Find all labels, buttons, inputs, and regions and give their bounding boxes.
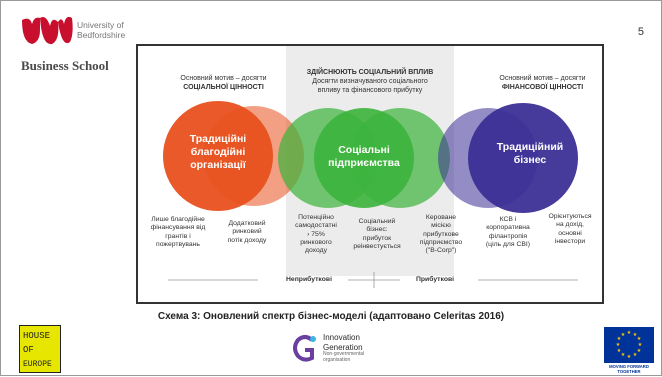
bottom-label-self-sufficient: Потенційно самодостатні › 75% ринкового …: [286, 214, 346, 255]
svg-text:★: ★: [627, 330, 632, 336]
bottom-label-line: прибуткове: [423, 230, 459, 238]
label-social-enterprise: Соціальні підприємства: [314, 144, 414, 170]
ig-line-2: Generation: [323, 342, 363, 352]
svg-text:★: ★: [617, 336, 622, 342]
innovation-generation-icon: [293, 335, 316, 362]
svg-text:★: ★: [633, 352, 638, 358]
bottom-label-line: самодостатні: [295, 222, 337, 230]
bottom-label-line: Лише благодійне: [151, 216, 205, 223]
svg-text:★: ★: [637, 336, 642, 342]
charity-label-line-3: організації: [190, 159, 246, 171]
university-line-1: University of: [77, 20, 124, 30]
bottom-label-line: інвестори: [554, 237, 586, 245]
svg-text:★: ★: [638, 342, 643, 348]
venn-circles: [163, 101, 578, 288]
right-header-line-2: ФІНАНСОВОЇ ЦІННОСТІ: [501, 84, 584, 91]
center-header-line-1: ЗДІЙСНЮЮТЬ СОЦІАЛЬНИЙ ВПЛИВ: [306, 69, 434, 76]
left-header-line-2: СОЦІАЛЬНОЇ ЦІННОСТІ: [183, 84, 264, 91]
bottom-label-line: підприємство: [419, 238, 463, 246]
bottom-label-line: основні: [558, 229, 582, 237]
circle-business: [468, 103, 578, 213]
bottom-label-line: пожертвувань: [156, 240, 200, 248]
bottom-label-line: місією: [431, 222, 451, 230]
bottom-label-line: доходу: [305, 247, 327, 255]
charity-label-line-2: благодійні: [190, 146, 246, 158]
university-line-2: Bedfordshire: [77, 30, 126, 40]
bottom-label-additional-revenue: Додатковий ринковий потік доходу: [216, 220, 278, 245]
bottom-label-line: фінансування від: [150, 224, 206, 232]
university-logo-icon: [22, 16, 73, 45]
circle-social-right: [350, 108, 450, 208]
social-label-line-2: підприємства: [328, 157, 400, 169]
svg-text:★: ★: [633, 332, 638, 338]
social-label-line-1: Соціальні: [338, 144, 390, 156]
bottom-label-social-business: Соціальний бізнес: прибуток реінвестуєть…: [348, 218, 406, 251]
university-name: University of Bedfordshire: [77, 20, 125, 40]
eu-flag: ★★★ ★★★ ★★★ ★★★: [604, 327, 654, 363]
label-traditional-charity: Традиційні благодійні організації: [166, 133, 270, 172]
bottom-label-line: грантів і: [165, 232, 191, 240]
innovation-generation-text: Innovation Generation Non-governmental o…: [323, 333, 364, 363]
bottom-label-line: › 75%: [307, 230, 325, 238]
house-of-europe-logo: HOUSE OF EUROPE: [19, 325, 61, 373]
business-school-title: Business School: [21, 58, 109, 73]
bottom-label-line: на дохід,: [556, 221, 584, 229]
circle-charity-overlap: [204, 106, 304, 206]
bottom-label-line: філантропія: [488, 232, 528, 240]
business-label-line-1: Традиційний: [496, 141, 564, 153]
bottom-label-line: Потенційно: [298, 214, 334, 221]
ig-sub-2: organisation: [323, 356, 351, 363]
business-label-line-2: бізнес: [513, 154, 547, 166]
bottom-label-line: ринкового: [300, 238, 332, 246]
charity-label-line-1: Традиційні: [189, 133, 247, 145]
business-spectrum-diagram: Основний мотив – досягти СОЦІАЛЬНОЇ ЦІНН…: [136, 44, 604, 304]
bottom-label-line: ("B-Corp"): [425, 247, 457, 255]
bottom-label-line: Кероване: [425, 214, 457, 221]
svg-text:★: ★: [627, 354, 632, 360]
page-number: 5: [637, 26, 644, 38]
bottom-label-investors: Орієнтуються на дохід, основні інвестори: [542, 213, 598, 246]
bottom-label-line: Додатковий: [228, 220, 266, 227]
figure-caption: Схема 3: Оновлений спектр бізнес-моделі …: [157, 311, 505, 322]
ig-line-1: Innovation: [323, 333, 360, 342]
left-header: Основний мотив – досягти СОЦІАЛЬНОЇ ЦІНН…: [156, 74, 291, 92]
right-header: Основний мотив – досягти ФІНАНСОВОЇ ЦІНН…: [480, 74, 605, 92]
right-header-line-1: Основний мотив – досягти: [499, 75, 586, 82]
bottom-label-line: КСВ і: [499, 216, 517, 223]
axis-label-non-profit: Неприбуткові: [286, 276, 332, 283]
bottom-label-line: корпоративна: [486, 224, 530, 232]
svg-text:★: ★: [621, 332, 626, 338]
bottom-label-line: ринковий: [232, 228, 262, 236]
bottom-label-line: (ціль для СВІ): [485, 240, 531, 248]
ig-sub-1: Non-governmental: [323, 351, 365, 357]
center-header-line-2: Досягти визначуваного соціального: [312, 78, 428, 85]
bottom-label-line: реінвестується: [353, 242, 401, 250]
bottom-label-csr: КСВ і корпоративна філантропія (ціль для…: [478, 216, 538, 249]
svg-text:★: ★: [616, 342, 621, 348]
house-of-europe-icon: HOUSE OF EUROPE: [23, 331, 52, 369]
hoe-word-1: HOUSE: [23, 331, 50, 341]
svg-text:★: ★: [617, 348, 622, 354]
svg-text:★: ★: [637, 348, 642, 354]
eu-tagline: MOVING FORWARD TOGETHER: [600, 364, 658, 374]
bottom-label-line: бізнес:: [366, 226, 388, 234]
eu-stars-icon: ★★★ ★★★ ★★★ ★★★: [616, 330, 643, 360]
bottom-label-line: Орієнтуються: [548, 213, 592, 220]
hoe-word-3: EUROPE: [23, 360, 52, 369]
left-header-line-1: Основний мотив – досягти: [180, 75, 267, 82]
center-header-line-3: впливу та фінансового прибутку: [317, 87, 423, 94]
eu-tagline-line-2: TOGETHER: [617, 368, 641, 374]
eu-tagline-line-1: MOVING FORWARD: [609, 364, 649, 369]
bottom-label-b-corp: Кероване місією прибуткове підприємство …: [408, 214, 474, 255]
axis-label-profit: Прибуткові: [416, 276, 455, 283]
bottom-label-line: потік доходу: [227, 236, 267, 244]
bottom-label-line: прибуток: [362, 234, 392, 242]
label-traditional-business: Традиційний бізнес: [490, 141, 570, 167]
bottom-label-line: Соціальний: [358, 218, 396, 225]
bottom-label-grants: Лише благодійне фінансування від грантів…: [144, 216, 212, 249]
hoe-word-2: OF: [23, 345, 34, 355]
center-header: ЗДІЙСНЮЮТЬ СОЦІАЛЬНИЙ ВПЛИВ Досягти визн…: [286, 68, 454, 95]
svg-text:★: ★: [621, 352, 626, 358]
